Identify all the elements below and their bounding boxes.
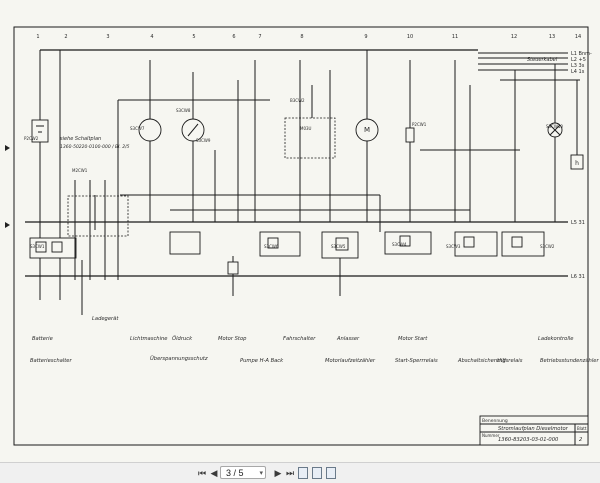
page-selector[interactable]: 3 / 5 ▾ <box>220 466 266 479</box>
column-number: 14 <box>575 34 581 40</box>
caption-charger: Ladegerät <box>92 316 119 322</box>
device-label: S3CW2 <box>540 244 555 249</box>
caption-starter: Anlasser <box>336 336 360 342</box>
device-label: S3CW8 <box>176 108 191 113</box>
bus-label-l1: L1 Bnm- <box>571 51 592 57</box>
device-label: S3CW4 <box>392 242 407 247</box>
caption-pump: Pumpe H-A Back <box>240 358 284 364</box>
device-labels: S3CW1 S3CW2 S3CW3 S3CW4 S3CW5 S3CW6 S3CW7 S3CW8… <box>24 98 563 249</box>
control-cable-label: Steuerkabel <box>527 57 558 63</box>
scheme-ref-note: 1360-50220-0100-000 / Bl. 2/5 <box>60 144 130 150</box>
column-number: 13 <box>549 34 555 40</box>
caption-battery: Batterie <box>32 336 53 342</box>
column-number: 2 <box>64 34 67 40</box>
caption-operating-hours: Betriebsstundenzähler <box>540 358 599 364</box>
caption-drive-switch: Fahrschalter <box>283 336 316 342</box>
device-label: S3CW9 <box>196 138 211 143</box>
chevron-down-icon: ▾ <box>259 470 263 477</box>
device-label: S3CW3 <box>446 244 461 249</box>
first-page-icon[interactable]: ⏮ <box>197 468 207 478</box>
page-indicator: 3 / 5 <box>226 468 244 478</box>
bus-label-l3: L3 3s <box>571 63 585 69</box>
title-block-title: Stromlaufplan Dieselmotor <box>498 426 569 432</box>
next-page-icon[interactable]: ▶ <box>274 468 282 478</box>
bus-label-l2: L2 +5 <box>571 57 586 63</box>
caption-charge-control: Ladekontrolle <box>538 336 573 342</box>
bus-label-l4: L4 1s <box>571 69 585 75</box>
column-number: 3 <box>106 34 109 40</box>
title-block-number: 1360-83203-03-01-000 <box>498 437 559 443</box>
caption-light-machine: Lichtmaschine <box>130 336 168 342</box>
column-number: 9 <box>364 34 367 40</box>
device-label: S3CW1 <box>30 244 45 249</box>
caption-battery-switch: Batterieschalter <box>30 358 72 364</box>
caption-oil-pressure: Öldruck <box>172 335 193 342</box>
print-icon[interactable] <box>312 467 322 479</box>
column-number: 5 <box>192 34 195 40</box>
column-number: 11 <box>452 34 458 40</box>
device-label: S3CW10 <box>546 124 563 129</box>
last-page-icon[interactable]: ⏭ <box>285 468 295 478</box>
caption-hour-meter: Motorlaufzeitzähler <box>325 358 376 364</box>
pdf-viewer-toolbar: ⏮ ◀ 3 / 5 ▾ ▶ ⏭ <box>0 462 600 483</box>
caption-motor-start: Motor Start <box>398 336 428 342</box>
device-label: P2CW2 <box>24 136 39 141</box>
caption-aux-relay: Hilfsrelais <box>497 358 523 364</box>
device-label: S3CW7 <box>130 126 145 131</box>
caption-motor-stop: Motor Stop <box>218 336 247 342</box>
title-block: Benennung Stromlaufplan Dieselmotor Numm… <box>479 415 589 446</box>
bus-label-l5: L5 31 <box>571 220 585 226</box>
alignment-arrow-icon <box>5 145 10 151</box>
alignment-arrow-icon <box>5 222 10 228</box>
column-number: 10 <box>407 34 413 40</box>
column-number: 12 <box>511 34 517 40</box>
prev-page-icon[interactable]: ◀ <box>210 468 218 478</box>
device-label: S3CW6 <box>264 244 279 249</box>
device-label: M2CW1 <box>72 168 88 173</box>
see-scheme-note: siehe Schaltplan <box>60 136 101 142</box>
caption-shutdown-fuse: Abschaltsicherung <box>457 358 507 364</box>
bus-label-l6: L6 31 <box>571 274 585 280</box>
fit-page-icon[interactable] <box>326 467 336 479</box>
title-block-header: Benennung <box>482 418 508 424</box>
column-number: 8 <box>300 34 303 40</box>
device-label: B3CW2 <box>290 98 305 103</box>
svg-text:h: h <box>575 160 579 167</box>
column-number: 6 <box>232 34 235 40</box>
column-number: 1 <box>36 34 39 40</box>
column-number: 7 <box>258 34 261 40</box>
device-label: S3CW5 <box>331 244 346 249</box>
drawing-border <box>13 26 589 446</box>
title-block-sheet-label: Blatt <box>577 426 587 431</box>
caption-start-lock: Start-Sperrrelais <box>395 358 438 364</box>
svg-text:M: M <box>364 126 370 134</box>
title-block-sheet: 2 <box>579 437 582 443</box>
device-label: P2CW1 <box>412 122 427 127</box>
title-block-number-label: Nummer <box>482 433 500 438</box>
column-number: 4 <box>150 34 153 40</box>
caption-overvoltage: Überspannungsschutz <box>150 355 208 362</box>
device-label: M03U <box>300 126 312 131</box>
save-icon[interactable] <box>298 467 308 479</box>
